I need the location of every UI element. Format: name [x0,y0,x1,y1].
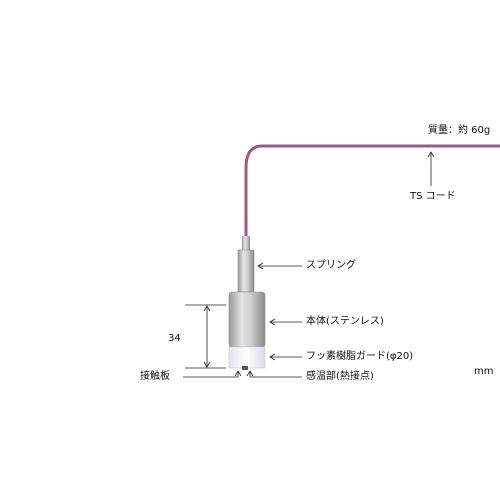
cord-label: TS コード [410,191,456,202]
resin-guard [228,346,266,369]
sensing-tip [242,366,248,370]
mass-label: 質量：約 60g [428,125,491,136]
dimension-value: 34 [168,333,181,344]
cord-sleeve [242,236,250,252]
unit-label: mm [474,366,494,377]
spring-label: スプリング [306,260,356,271]
body-label: 本体(ステンレス) [306,316,384,327]
sensing-leader [249,372,302,378]
contact-plate-label: 接触板 [140,371,170,382]
contact-plate-leader [183,372,239,378]
sensing-label: 感温部(熱接点) [306,371,374,382]
ts-cord [244,144,500,243]
sensor-body [228,291,266,348]
spring [237,249,255,293]
guard-label: フッ素樹脂ガード(φ20) [306,351,414,362]
